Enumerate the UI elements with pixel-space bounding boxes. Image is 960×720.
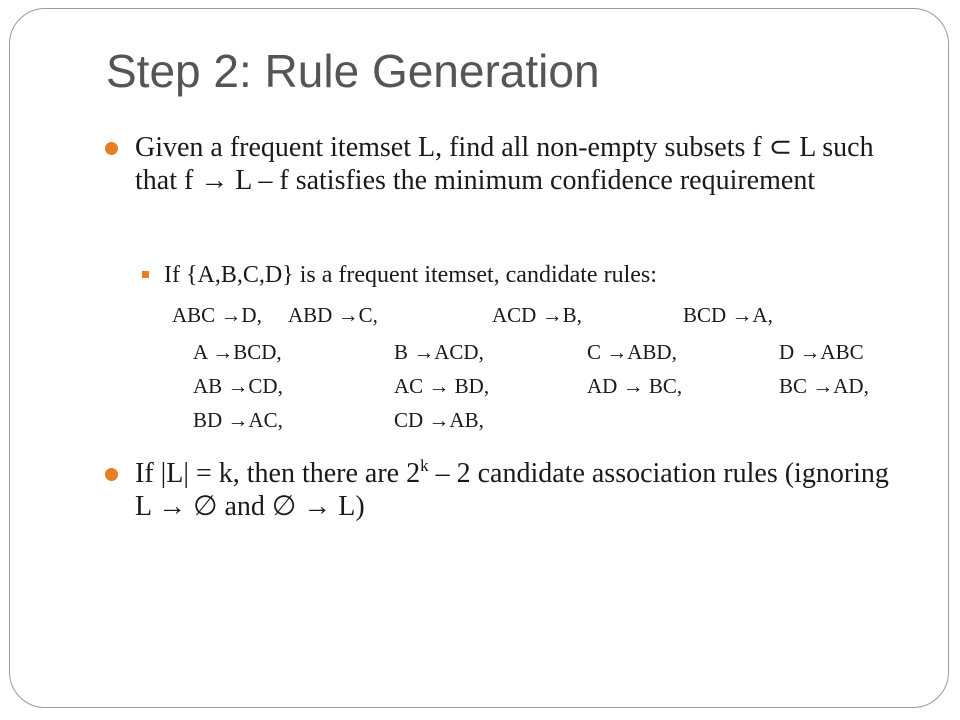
bullet-frequent-itemset: Given a frequent itemset L, find all non… bbox=[135, 132, 874, 196]
bullet-marker bbox=[105, 468, 118, 481]
bullet-marker bbox=[105, 142, 118, 155]
rule-a-bcd: A →BCD, bbox=[193, 340, 282, 364]
rule-abd-c: ABD →C, bbox=[288, 303, 378, 327]
rule-b-acd: B →ACD, bbox=[394, 340, 484, 364]
rule-bd-ac: BD →AC, bbox=[193, 408, 283, 432]
rule-abc-d: ABC →D, bbox=[172, 303, 262, 327]
bullet-candidate-count: If |L| = k, then there are 2k – 2 candid… bbox=[135, 457, 895, 523]
rule-ac-bd: AC → BD, bbox=[394, 374, 490, 398]
slide-title: Step 2: Rule Generation bbox=[106, 45, 600, 97]
rule-cd-ab: CD →AB, bbox=[394, 408, 484, 432]
rule-d-abc: D →ABC bbox=[779, 340, 864, 364]
rule-ad-bc: AD → BC, bbox=[587, 374, 683, 398]
slide-frame bbox=[9, 8, 949, 708]
rule-bc-ad: BC →AD, bbox=[779, 374, 869, 398]
exponent-k: k bbox=[420, 456, 429, 475]
rule-c-abd: C →ABD, bbox=[587, 340, 677, 364]
rule-bcd-a: BCD →A, bbox=[683, 303, 773, 327]
count-text-pre: If |L| = k, then there are 2 bbox=[135, 458, 421, 489]
rule-acd-b: ACD →B, bbox=[492, 303, 582, 327]
count-text-post: – 2 candidate association rules (ignorin… bbox=[135, 458, 889, 522]
rule-ab-cd: AB →CD, bbox=[193, 374, 283, 398]
sub-bullet-marker bbox=[142, 271, 149, 278]
sub-bullet-example: If {A,B,C,D} is a frequent itemset, cand… bbox=[164, 262, 657, 288]
